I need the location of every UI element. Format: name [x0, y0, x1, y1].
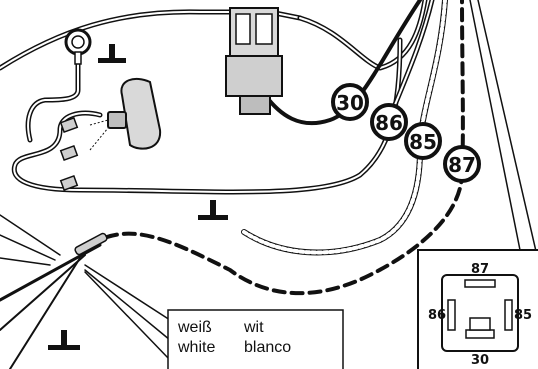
- terminal-callout-30: 30: [331, 83, 369, 121]
- terminal-callout-86: 86: [370, 103, 408, 141]
- svg-text:87: 87: [448, 153, 476, 177]
- ground-symbol-icon: [48, 330, 80, 350]
- terminal-callout-85: 85: [404, 122, 442, 160]
- ground-symbol-icon: [98, 44, 126, 63]
- pin-label-right: 85: [514, 308, 532, 323]
- svg-text:86: 86: [375, 111, 403, 135]
- relay-pinout-detail: 87 86 85 30: [417, 249, 538, 369]
- ring-terminal-icon: [64, 28, 92, 65]
- bullet-connector-icon: [74, 232, 108, 256]
- legend-english: white: [177, 339, 215, 356]
- pin-label-left: 86: [428, 308, 446, 323]
- legend-spanish: blanco: [244, 339, 291, 356]
- legend-german: weiß: [177, 319, 212, 336]
- pin-label-bottom: 30: [471, 353, 489, 368]
- pin-label-top: 87: [471, 262, 489, 277]
- svg-text:85: 85: [409, 130, 437, 154]
- blade-connector-icon: [59, 116, 79, 192]
- switch-unit-icon: [89, 77, 162, 151]
- color-legend: weiß wit white blanco: [167, 309, 344, 369]
- legend-dutch: wit: [243, 319, 264, 336]
- fuse-relay-block-icon: [225, 7, 283, 115]
- terminal-callout-87: 87: [443, 145, 481, 183]
- ground-symbol-icon: [198, 200, 228, 220]
- svg-text:30: 30: [336, 91, 364, 115]
